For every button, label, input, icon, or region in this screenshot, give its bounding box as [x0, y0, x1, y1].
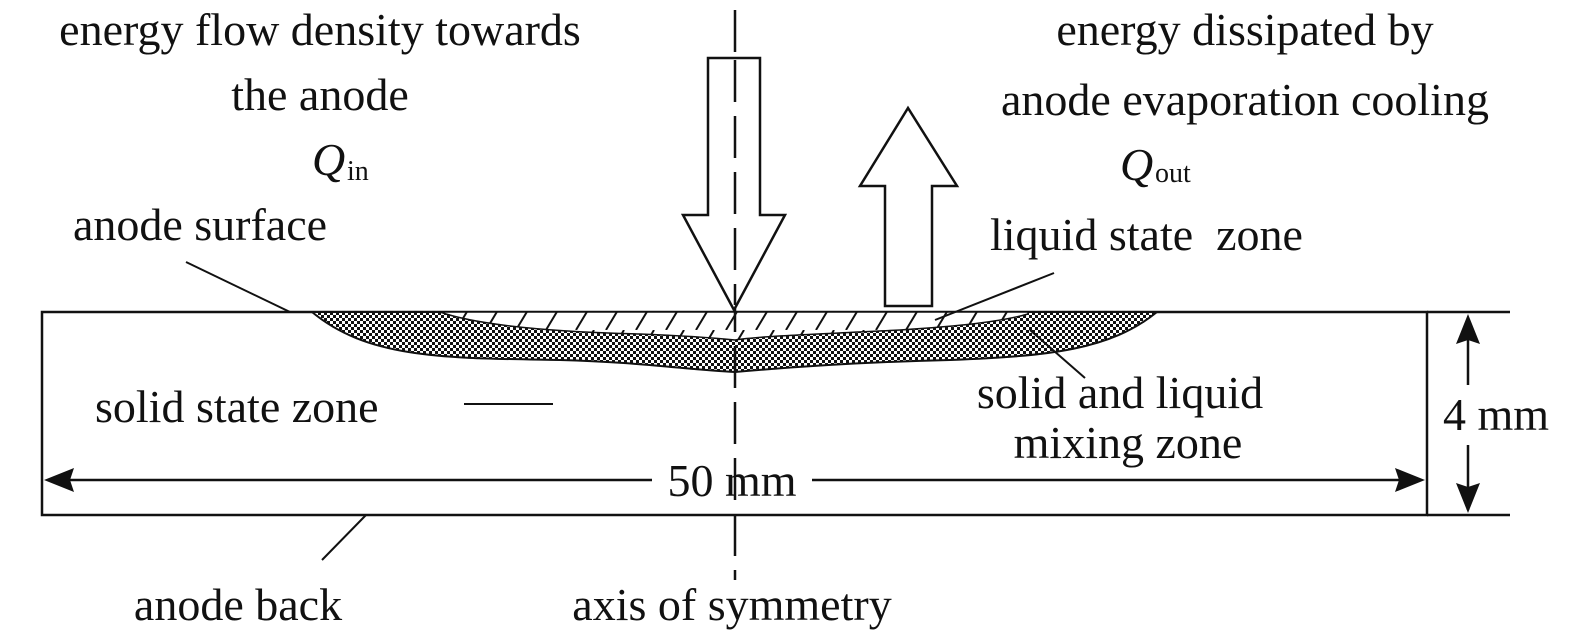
mixing-zone-label-line2: mixing zone: [1014, 417, 1243, 468]
width-arrow-left: [44, 468, 74, 492]
qout-label-line1: energy dissipated by: [1056, 4, 1433, 55]
anode-surface-label: anode surface: [73, 199, 327, 250]
height-arrow-top: [1456, 314, 1480, 344]
width-arrow-right: [1395, 468, 1425, 492]
mixing-zone-label-line1: solid and liquid: [977, 367, 1263, 418]
qout-arrow: [857, 105, 960, 308]
axis-label: axis of symmetry: [572, 579, 891, 630]
liquid-zone-leader: [934, 272, 1055, 321]
anode-back-leader: [321, 514, 367, 561]
qin-symbol: Q: [312, 134, 345, 185]
anode-surface-leader: [185, 261, 291, 313]
height-arrow-bottom: [1456, 483, 1480, 513]
width-dimension-label: 50 mm: [667, 455, 796, 506]
qout-label-line2: anode evaporation cooling: [1001, 74, 1489, 125]
qout-symbol: Q: [1120, 139, 1153, 190]
anode-back-label: anode back: [134, 579, 342, 630]
mixing-zone-leader: [1029, 329, 1086, 379]
height-dimension-label: 4 mm: [1443, 389, 1549, 440]
qin-label-line1: energy flow density towards: [59, 4, 581, 55]
qin-subscript: in: [347, 156, 369, 187]
liquid-zone-label: liquid state zone: [990, 209, 1303, 260]
qout-subscript: out: [1155, 158, 1191, 189]
qin-label-line2: the anode: [231, 69, 409, 120]
solid-zone-label: solid state zone: [95, 381, 379, 432]
